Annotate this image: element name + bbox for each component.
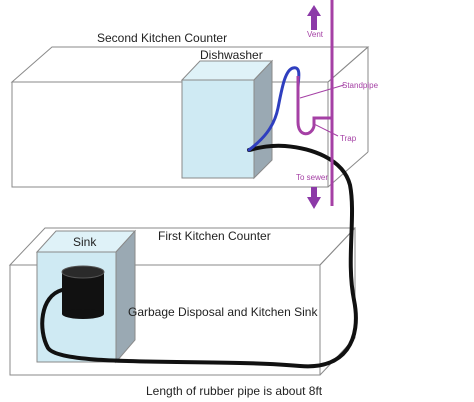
dishwasher	[180, 59, 274, 180]
standpipe-leader	[299, 84, 345, 99]
standpipe-label: Standpipe	[342, 81, 379, 90]
dishwasher-drain-hose	[247, 66, 301, 152]
sink-label: Sink	[73, 235, 97, 249]
garbage-disposal	[61, 265, 105, 319]
pipe-length-label: Length of rubber pipe is about 8ft	[146, 384, 323, 398]
vent-arrow	[307, 5, 321, 30]
first-counter-label: First Kitchen Counter	[158, 229, 271, 243]
second-counter-label: Second Kitchen Counter	[97, 31, 227, 45]
trap-leader	[313, 123, 339, 137]
trap	[296, 116, 332, 136]
sewer-arrow	[307, 187, 321, 209]
dishwasher-label: Dishwasher	[200, 48, 263, 62]
vent-label: Vent	[307, 30, 324, 39]
rubber-drain-hose	[40, 143, 358, 369]
to-sewer-label: To sewer	[296, 173, 328, 182]
trap-label: Trap	[340, 134, 357, 143]
garbage-disposal-label: Garbage Disposal and Kitchen Sink	[128, 305, 318, 319]
